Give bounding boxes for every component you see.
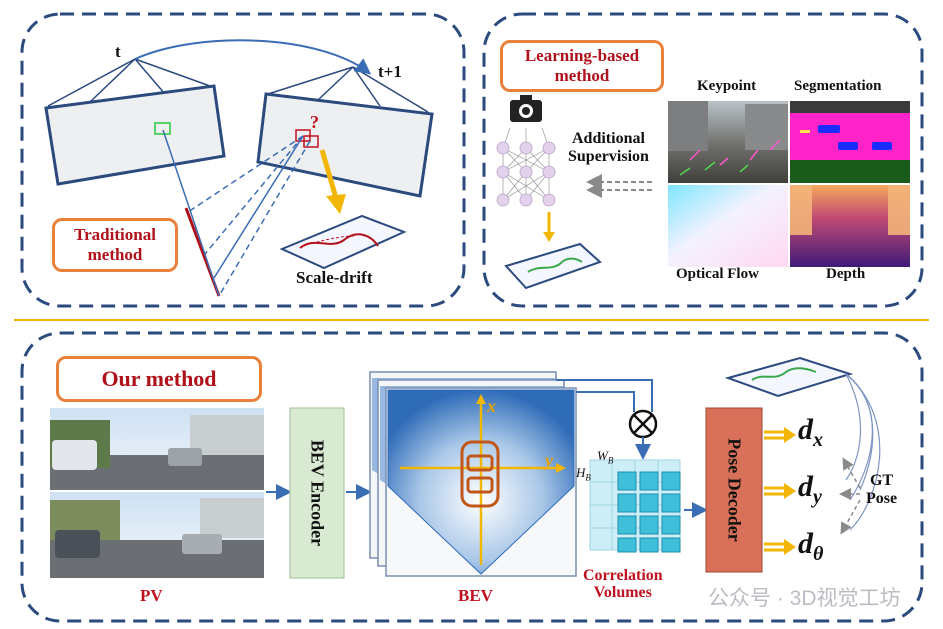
depth-image	[790, 185, 910, 267]
gt-pose-label: GT Pose	[866, 472, 897, 507]
gt-arrows	[839, 457, 861, 535]
hb-text: H	[576, 465, 586, 480]
learning-panel-border	[482, 12, 924, 308]
bev-label: BEV	[458, 586, 493, 605]
question-mark: ?	[310, 112, 319, 132]
supervision-line1: Additional	[572, 130, 645, 147]
bev-y-axis-label: y	[545, 450, 553, 470]
camera-icon	[510, 95, 542, 122]
learning-tag-line2: method	[554, 66, 610, 85]
output-trajectory-card	[724, 356, 854, 398]
correlation-volumes-label: Correlation Volumes	[583, 567, 663, 602]
dtheta-text: d	[798, 527, 813, 560]
dtheta-sub: θ	[813, 543, 824, 565]
learning-flow	[504, 174, 652, 290]
car-icon	[460, 440, 500, 508]
pv-label: PV	[140, 586, 163, 605]
gt-line2: Pose	[866, 489, 898, 507]
bev-encoder-label: BEV Encoder	[307, 439, 328, 547]
dtheta-output: dθ	[798, 527, 823, 566]
segmentation-image	[790, 101, 910, 183]
dx-text: d	[798, 413, 813, 446]
traditional-tag-line2: method	[87, 245, 143, 264]
time-t1-label: t+1	[378, 62, 402, 81]
our-panel-border	[20, 331, 924, 623]
wb-sub: B	[607, 455, 614, 466]
pv-images	[50, 408, 264, 578]
bev-feature-maps	[369, 371, 577, 577]
output-arrows	[764, 427, 796, 555]
optical-flow-label: Optical Flow	[676, 266, 759, 282]
dx-output: dx	[798, 413, 823, 452]
pose-decoder-box	[705, 407, 763, 573]
bev-encoder-box	[289, 407, 345, 579]
dy-text: d	[798, 470, 813, 503]
optical-flow-image	[668, 185, 788, 267]
watermark: 公众号 · 3D视觉工坊	[708, 587, 901, 610]
wb-text: W	[597, 448, 608, 463]
gt-line1: GT	[869, 472, 894, 489]
hb-label: HB	[576, 465, 591, 483]
scale-drift-label: Scale-drift	[296, 268, 373, 287]
our-method-tag: Our method	[56, 356, 262, 402]
traditional-geometry	[44, 39, 434, 297]
neural-network-icon	[496, 127, 556, 207]
dy-output: dy	[798, 470, 822, 509]
dx-sub: x	[813, 429, 823, 451]
time-t-label: t	[115, 42, 121, 61]
hb-sub: B	[585, 472, 591, 483]
supervision-line2: Supervision	[568, 148, 649, 166]
dy-sub: y	[813, 486, 822, 508]
traditional-panel-border	[20, 12, 466, 308]
correlation-volume	[589, 459, 681, 553]
pose-decoder-label: Pose Decoder	[724, 438, 745, 542]
supervision-label: Additional Supervision	[568, 130, 649, 167]
learning-tag-line1: Learning-based	[524, 46, 640, 66]
bev-x-axis-label: x	[487, 396, 496, 416]
correlation-line2: Volumes	[593, 583, 652, 601]
depth-label: Depth	[826, 266, 866, 282]
keypoint-label: Keypoint	[697, 78, 757, 94]
keypoint-image	[668, 101, 788, 183]
traditional-tag-line1: Traditional	[74, 225, 156, 245]
gt-curves	[845, 373, 881, 531]
wb-label: WB	[597, 448, 613, 466]
correlation-line1: Correlation	[583, 567, 663, 584]
segmentation-label: Segmentation	[794, 78, 882, 94]
